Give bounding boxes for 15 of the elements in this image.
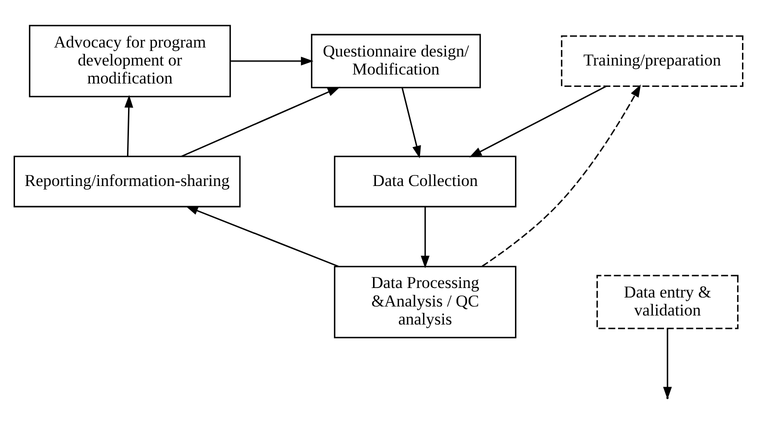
node-box: Data Collection [334,156,516,208]
arrow [420,206,430,268]
node-box: Training/preparation [560,35,744,87]
arrow [230,56,314,66]
node-box: Data entry & validation [596,274,739,330]
arrow [124,95,134,156]
arrow [185,206,339,268]
node-box: Questionnaire design/ Modification [310,34,481,88]
node-box: Advocacy for program development or modification [28,24,231,98]
arrow [469,86,607,158]
arrow [482,84,641,267]
node-box: Data Processing &Analysis / QC analysis [334,266,516,338]
arrow [181,86,340,157]
node-box: Reporting/information-sharing [14,156,241,208]
arrow [402,88,421,158]
